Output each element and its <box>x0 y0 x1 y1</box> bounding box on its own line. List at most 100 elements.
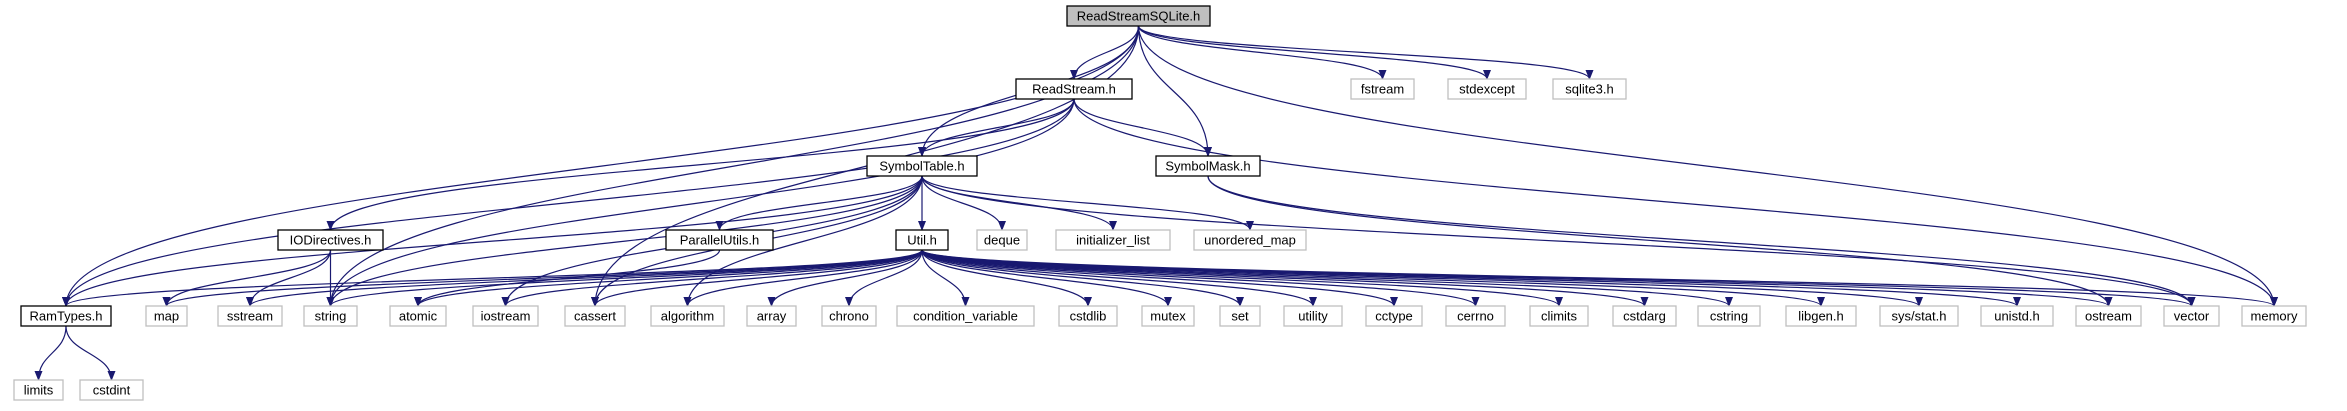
node-label: cctype <box>1375 309 1413 324</box>
node-libgen-h: libgen.h <box>1785 305 1857 327</box>
edge-util-h-to-cctype <box>921 249 1398 307</box>
node-box <box>1283 305 1343 327</box>
edge-util-h-to-algorithm <box>683 249 923 307</box>
node-sys-stat-h: sys/stat.h <box>1879 305 1959 327</box>
node-box <box>145 305 188 327</box>
node-iodirectives-h[interactable]: IODirectives.h <box>277 229 384 251</box>
node-climits: climits <box>1529 305 1589 327</box>
edge-parallelutils-h-to-atomic <box>414 249 721 307</box>
node-label: vector <box>2174 309 2210 324</box>
node-cerrno: cerrno <box>1445 305 1506 327</box>
node-box <box>866 155 978 177</box>
edge-symbolmask-h-to-vector <box>1207 175 2196 307</box>
node-label: memory <box>2251 309 2298 324</box>
edge-util-h-to-memory <box>921 249 2278 307</box>
node-box <box>277 229 384 251</box>
node-label: iostream <box>481 309 531 324</box>
node-box <box>1350 78 1415 100</box>
edge-util-h-to-sys-stat-h <box>921 249 1923 307</box>
node-label: map <box>154 309 179 324</box>
node-label: string <box>315 309 347 324</box>
node-box <box>1015 78 1133 100</box>
node-box <box>20 305 112 327</box>
node-label: sqlite3.h <box>1565 82 1613 97</box>
node-ostream: ostream <box>2075 305 2142 327</box>
edge-readstream-h-to-string <box>326 98 1075 307</box>
node-symbolmask-h[interactable]: SymbolMask.h <box>1155 155 1261 177</box>
node-box <box>1445 305 1506 327</box>
edge-util-h-to-cassert <box>591 249 923 307</box>
edge-util-h-to-cstdarg <box>921 249 1649 307</box>
node-box <box>1155 155 1261 177</box>
edge-util-h-to-cerrno <box>921 249 1480 307</box>
node-cstdarg: cstdarg <box>1612 305 1677 327</box>
node-box <box>1785 305 1857 327</box>
node-array: array <box>746 305 797 327</box>
edge-util-h-to-array <box>767 249 923 307</box>
node-atomic: atomic <box>389 305 447 327</box>
node-label: set <box>1231 309 1249 324</box>
node-unordered-map: unordered_map <box>1193 229 1307 251</box>
edge-util-h-to-map <box>162 249 923 307</box>
node-box <box>1447 78 1527 100</box>
edge-readstreamsqlite-h-to-readstream-h <box>1070 25 1140 80</box>
edge-readstreamsqlite-h-to-sqlite3-h <box>1137 25 1594 80</box>
node-label: Util.h <box>907 233 937 248</box>
node-limits: limits <box>13 379 64 401</box>
edge-util-h-to-mutex <box>921 249 1172 307</box>
node-util-h[interactable]: Util.h <box>895 229 949 251</box>
node-label: initializer_list <box>1076 233 1150 248</box>
edge-symboltable-h-to-unordered-map <box>921 175 1254 231</box>
edge-readstream-h-to-symboltable-h <box>918 98 1075 157</box>
node-label: ReadStreamSQLite.h <box>1077 9 1201 24</box>
node-label: IODirectives.h <box>290 233 372 248</box>
node-symboltable-h[interactable]: SymbolTable.h <box>866 155 978 177</box>
node-box <box>1066 5 1211 27</box>
edge-ramtypes-h-to-cstdint <box>65 325 116 381</box>
node-box <box>1612 305 1677 327</box>
edge-util-h-to-cstdlib <box>921 249 1092 307</box>
edge-readstreamsqlite-h-to-fstream <box>1137 25 1387 80</box>
node-sqlite3-h: sqlite3.h <box>1552 78 1627 100</box>
edge-readstreamsqlite-h-to-stdexcept <box>1137 25 1491 80</box>
edge-util-h-to-utility <box>921 249 1317 307</box>
node-set: set <box>1219 305 1261 327</box>
node-stdexcept: stdexcept <box>1447 78 1527 100</box>
node-label: utility <box>1298 309 1328 324</box>
node-parallelutils-h[interactable]: ParallelUtils.h <box>665 229 774 251</box>
edge-util-h-to-chrono <box>845 249 923 307</box>
node-box <box>1365 305 1423 327</box>
edge-util-h-to-condition-variable <box>921 249 970 307</box>
node-label: ostream <box>2085 309 2132 324</box>
node-fstream: fstream <box>1350 78 1415 100</box>
node-box <box>472 305 539 327</box>
node-box <box>1879 305 1959 327</box>
node-box <box>13 379 64 401</box>
node-vector: vector <box>2163 305 2220 327</box>
node-label: SymbolMask.h <box>1165 159 1250 174</box>
node-box <box>895 229 949 251</box>
node-label: unistd.h <box>1994 309 2040 324</box>
node-ramtypes-h[interactable]: RamTypes.h <box>20 305 112 327</box>
node-box <box>1058 305 1118 327</box>
node-box <box>821 305 877 327</box>
node-readstreamsqlite-h[interactable]: ReadStreamSQLite.h <box>1066 5 1211 27</box>
edge-iodirectives-h-to-sstream <box>246 249 332 307</box>
edge-util-h-to-ramtypes-h <box>62 249 923 307</box>
edge-readstreamsqlite-h-to-memory <box>1137 25 2278 307</box>
node-label: limits <box>24 383 54 398</box>
edges-layer <box>34 25 2278 381</box>
node-deque: deque <box>976 229 1028 251</box>
node-readstream-h[interactable]: ReadStream.h <box>1015 78 1133 100</box>
node-box <box>2241 305 2307 327</box>
node-label: cstdint <box>93 383 131 398</box>
edge-util-h-to-ostream <box>921 249 2113 307</box>
node-utility: utility <box>1283 305 1343 327</box>
edge-symbolmask-h-to-ostream <box>1207 175 2113 307</box>
node-box <box>1529 305 1589 327</box>
node-iostream: iostream <box>472 305 539 327</box>
node-box <box>1697 305 1761 327</box>
node-box <box>665 229 774 251</box>
edge-readstreamsqlite-h-to-symbolmask-h <box>1137 25 1212 157</box>
node-box <box>217 305 283 327</box>
